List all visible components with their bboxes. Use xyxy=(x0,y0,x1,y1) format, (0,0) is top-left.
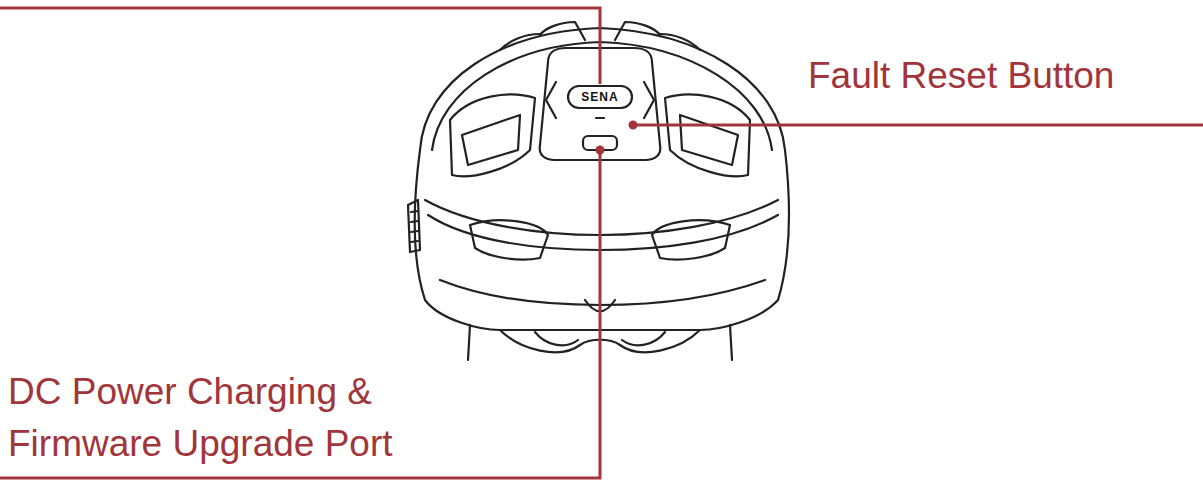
part-label: Fault Reset Button xyxy=(808,50,1198,102)
part-label: DC Power Charging & Firmware Upgrade Por… xyxy=(8,366,488,470)
logo-text: SENA xyxy=(581,90,618,104)
